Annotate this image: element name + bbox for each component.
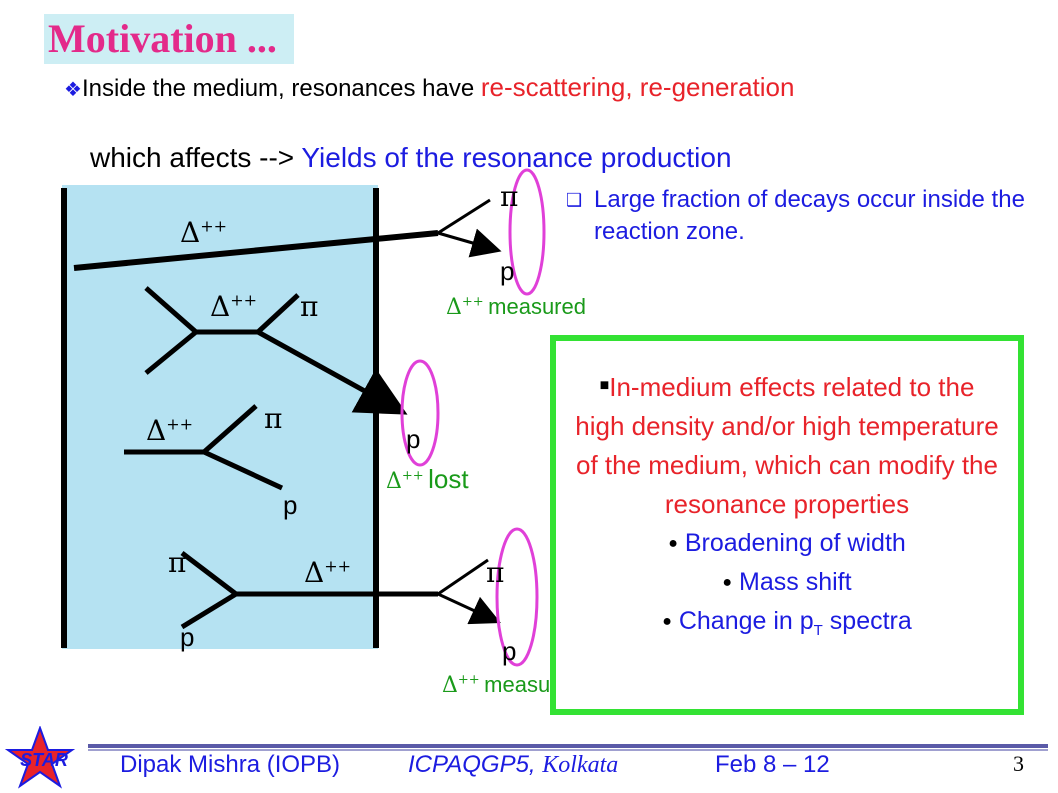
footer-date: Feb 8 – 12: [715, 751, 830, 778]
gb-line1: ■In-medium effects related to the: [599, 372, 975, 402]
gb-item-width: ● Broadening of width: [668, 529, 906, 557]
track2-in-b: [144, 330, 198, 375]
label-pi-4-in: π: [168, 546, 187, 579]
in-medium-effects-text: ■In-medium effects related to the high d…: [556, 366, 1018, 650]
bullet-yields: which affects --> Yields of the resonanc…: [90, 142, 732, 174]
small-square-bullet-icon: ■: [599, 377, 610, 394]
page-title: Motivation ...: [48, 16, 277, 61]
ellipse-measured-bottom: [495, 527, 539, 667]
label-p-2: p: [406, 424, 421, 454]
footer-divider-thin: [88, 749, 1048, 751]
square-bullet-icon: ❑: [566, 190, 583, 210]
track3-proton: [202, 449, 284, 491]
track4-pion: [437, 558, 489, 596]
track2-pion: [256, 293, 300, 334]
gb-line3: of the medium, which can modify the: [576, 450, 998, 480]
track1-pion: [437, 198, 491, 235]
label-p-1: p: [500, 256, 515, 286]
track4-proton: [437, 592, 501, 625]
label-p-4-in: p: [180, 622, 195, 652]
label-p-3: p: [283, 490, 298, 520]
gb-item-mass: ● Mass shift: [722, 568, 852, 596]
star-logo-icon: STAR: [4, 726, 76, 789]
gb-line4: resonance properties: [664, 489, 910, 519]
footer-divider: [88, 744, 1048, 748]
gb-item-spectra: ● Change in pT spectra: [662, 607, 912, 639]
label-lost: Δ++ lost: [386, 464, 469, 494]
label-pi-1: π: [500, 180, 519, 213]
page-number: 3: [1013, 751, 1024, 776]
label-pi-3: π: [264, 402, 283, 435]
label-pi-4: π: [486, 556, 505, 589]
bullet1-highlight: re-scattering, re-generation: [480, 72, 795, 102]
dot-bullet-icon: ●: [662, 613, 672, 630]
label-delta-4: Δ++: [304, 556, 352, 589]
track4-in-proton: [180, 591, 238, 630]
track2-in-a: [144, 286, 198, 334]
footer-author: Dipak Mishra (IOPB): [120, 751, 341, 778]
track1-delta: [73, 230, 439, 271]
label-measured-top: Δ++ measured: [446, 294, 586, 320]
label-delta-1: Δ++: [180, 216, 228, 249]
footer-conference: ICPAQGP5, Kolkata: [408, 751, 619, 778]
label-delta-3: Δ++: [146, 414, 194, 447]
gb-line2: high density and/or high temperature: [575, 411, 999, 441]
track3-pion: [202, 404, 258, 454]
ellipse-measured-top: [508, 168, 546, 296]
side-note-text: Large fraction of decays occur inside th…: [594, 186, 1025, 245]
label-pi-2: π: [300, 290, 319, 323]
track1-proton: [437, 228, 502, 258]
label-delta-2: Δ++: [210, 290, 258, 323]
ellipse-lost: [400, 359, 440, 467]
dot-bullet-icon: ●: [668, 535, 678, 552]
track2-proton: [256, 329, 408, 415]
label-p-4: p: [502, 636, 517, 666]
track4-in-pion: [180, 551, 238, 596]
diamond-bullet-icon: ❖: [64, 79, 82, 101]
bullet2-highlight: Yields of the resonance production: [301, 142, 732, 173]
svg-text:STAR: STAR: [20, 750, 68, 770]
title-background: [44, 14, 294, 64]
bullet2-lead: which affects -->: [90, 142, 302, 173]
in-medium-effects-box: [550, 335, 1024, 715]
bullet1-lead: Inside the medium, resonances have: [81, 75, 481, 102]
bullet-rescattering: ❖Inside the medium, resonances have re-s…: [64, 74, 904, 104]
dot-bullet-icon: ●: [722, 574, 733, 591]
